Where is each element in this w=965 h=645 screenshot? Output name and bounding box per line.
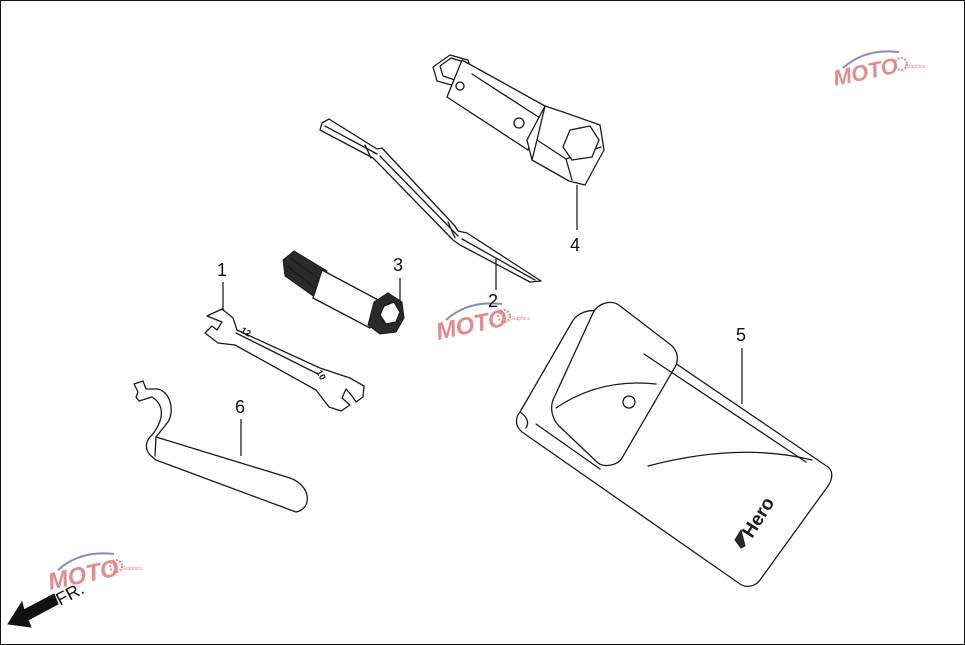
watermark-logo-text: MOTO: [831, 53, 900, 91]
spanner-size-12: 12: [239, 325, 253, 339]
watermark-sub-text: Graphics: [510, 316, 531, 322]
callout-5: 5: [736, 325, 746, 345]
watermark-center: MOTO Graphics: [434, 302, 531, 346]
callout-1: 1: [217, 260, 227, 280]
callout-4: 4: [570, 235, 580, 255]
callout-3: 3: [393, 255, 403, 275]
front-direction-arrow: [7, 593, 59, 628]
watermark-sub-text: Graphics: [905, 64, 926, 70]
tool-pouch: Hero: [515, 301, 833, 587]
spanner-size-10: 10: [314, 368, 328, 382]
watermark-top-right: MOTO Graphics: [831, 50, 926, 91]
callout-6: 6: [235, 397, 245, 417]
screwdriver-bit: [319, 118, 542, 283]
c-spanner: [133, 380, 308, 513]
open-end-spanner: 12 10: [204, 308, 365, 412]
screwdriver-handle: [282, 250, 405, 335]
watermark-sub-text: Graphics: [122, 566, 143, 572]
watermark-logo-text: MOTO: [434, 305, 510, 346]
box-spanner: [432, 54, 605, 186]
callout-2: 2: [488, 291, 498, 311]
